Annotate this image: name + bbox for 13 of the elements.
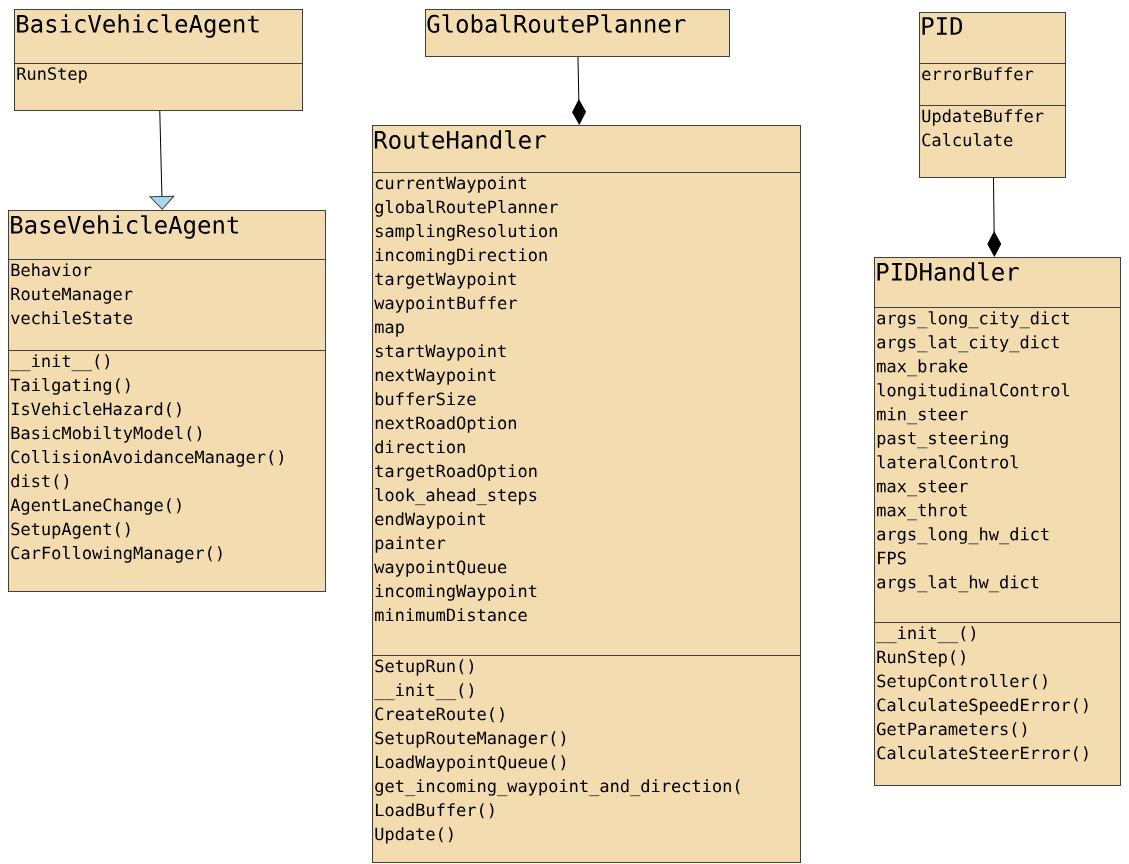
class-compartment: UpdateBuffer Calculate [919,105,1066,178]
class-compartment: currentWaypoint globalRoutePlanner samplingResolution incomingDirection targetWaypoint waypointBuffer map startWaypoint nextWaypoint bufferSize nextRoadOption direction targetRoadOption look_ahead_steps endWaypoint painter waypointQueue incomingWaypoint minimumDistance [372,172,801,656]
composition-line [572,56,586,125]
class-compartment: errorBuffer [919,63,1066,106]
class-compartment: Behavior RouteManager vechileState [8,259,326,351]
class-compartment: __init__() Tailgating() IsVehicleHazard() BasicMobiltyModel() CollisionAvoidanceManager() dist() AgentLaneChange() SetupAgent() CarFollowingManager() [8,350,326,592]
generalization-arrow [149,110,175,210]
class-compartment: args_long_city_dict args_lat_city_dict max_brake longitudinalControl min_steer past_steering lateralControl max_steer max_throt args_long_hw_dict FPS args_lat_hw_dict [874,307,1121,623]
class-compartment: SetupRun() __init__() CreateRoute() SetupRouteManager() LoadWaypointQueue() get_incoming_waypoint_and_direction( LoadBuffer() Update() [372,655,801,863]
class-box: GlobalRoutePlanner [425,9,730,57]
composition-line [987,177,1002,257]
class-compartment: __init__() RunStep() SetupController() CalculateSpeedError() GetParameters() CalculateSteerError() [874,622,1121,786]
class-compartment: RunStep [14,63,303,111]
